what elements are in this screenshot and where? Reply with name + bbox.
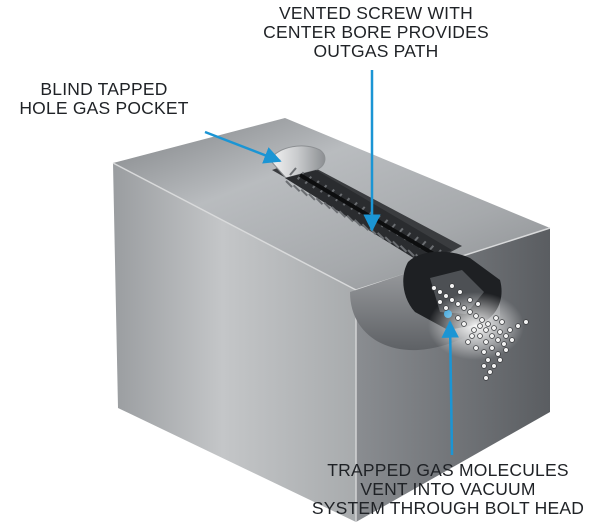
vented-screw-label: VENTED SCREW WITH CENTER BORE PROVIDES O… (236, 4, 516, 61)
gas-molecule (491, 363, 497, 369)
trapped-gas-label-line-2: VENT INTO VACUUM (360, 479, 536, 499)
thread-ridge (376, 232, 385, 240)
gas-molecule (503, 333, 509, 339)
gas-pocket-label-line-1: BLIND TAPPED (40, 79, 168, 99)
gas-molecule (487, 369, 493, 375)
gas-molecule (515, 323, 521, 329)
thread-ridge (399, 245, 408, 253)
gas-molecule (449, 297, 455, 303)
gas-molecule (473, 313, 479, 319)
gas-molecule (523, 319, 529, 325)
thread-ridge (289, 167, 297, 176)
thread-ridge (300, 188, 308, 197)
gas-molecule (497, 357, 503, 363)
gas-molecule (497, 329, 503, 335)
gas-pocket-label-line-2: HOLE GAS POCKET (19, 98, 189, 118)
gas-molecule (493, 315, 499, 321)
gas-molecule (499, 319, 505, 325)
gas-molecule (469, 333, 475, 339)
gas-molecule (495, 351, 501, 357)
gas-pocket-label: BLIND TAPPED HOLE GAS POCKET (6, 80, 202, 118)
gas-molecule (503, 347, 509, 353)
gas-molecule (491, 325, 497, 331)
outgas-glow (428, 292, 524, 360)
gas-molecule (443, 305, 449, 311)
gas-molecule (481, 363, 487, 369)
vented-screw-label-line-2: CENTER BORE PROVIDES (263, 22, 489, 42)
gas-pocket (269, 145, 326, 179)
gas-molecule (489, 345, 495, 351)
gas-molecule (479, 317, 485, 323)
gas-molecules (431, 283, 529, 381)
gas-molecule (481, 349, 487, 355)
gas-molecule (443, 293, 449, 299)
gas-molecule (473, 345, 479, 351)
gas-molecule (449, 283, 455, 289)
gas-molecule (489, 333, 495, 339)
gas-molecule (483, 327, 489, 333)
gas-molecule (509, 337, 515, 343)
gas-molecule (467, 309, 473, 315)
gas-molecule (483, 339, 489, 345)
thread-ridge (338, 210, 347, 218)
gas-molecule (471, 327, 477, 333)
gas-molecule (431, 285, 437, 291)
gas-molecule (457, 289, 463, 295)
trapped-gas-label: TRAPPED GAS MOLECULES VENT INTO VACUUM S… (290, 461, 606, 518)
thread-ridge (315, 197, 324, 205)
vented-screw-label-line-1: VENTED SCREW WITH (279, 3, 473, 23)
gas-molecule (495, 337, 501, 343)
thread-ridge (346, 214, 354, 223)
thread-ridge (308, 193, 316, 201)
gas-molecule (507, 327, 513, 333)
thread-ridge (323, 201, 331, 210)
trapped-gas-label-line-3: SYSTEM THROUGH BOLT HEAD (311, 498, 585, 518)
gas-molecule (501, 341, 507, 347)
thread-ridge (384, 236, 392, 244)
molecules-leader-arrow (441, 320, 459, 456)
gas-molecule (485, 321, 491, 327)
vented-screw-label-line-3: OUTGAS PATH (313, 41, 439, 61)
gas-molecule (461, 305, 467, 311)
gas-molecule (437, 299, 443, 305)
thread-ridge (407, 249, 415, 257)
thread-ridge (331, 206, 339, 214)
thread-ridge (392, 240, 400, 249)
gas-molecule (485, 357, 491, 363)
gas-molecule (477, 333, 483, 339)
gas-molecule (455, 315, 461, 321)
trapped-gas-label-line-1: TRAPPED GAS MOLECULES (327, 460, 569, 480)
gas-molecule (465, 339, 471, 345)
thread-ridge (285, 180, 293, 188)
thread-ridge (292, 184, 301, 193)
block-front-face (113, 163, 356, 522)
gas-molecule (437, 289, 443, 295)
gas-molecule (475, 301, 481, 307)
thread-ridge (353, 219, 362, 227)
gas-molecule (467, 297, 473, 303)
gas-molecule (461, 321, 467, 327)
gas-molecule (483, 375, 489, 381)
gas-molecule (455, 301, 461, 307)
pocket-leader-arrow (204, 130, 282, 164)
gas-molecule (477, 323, 483, 329)
